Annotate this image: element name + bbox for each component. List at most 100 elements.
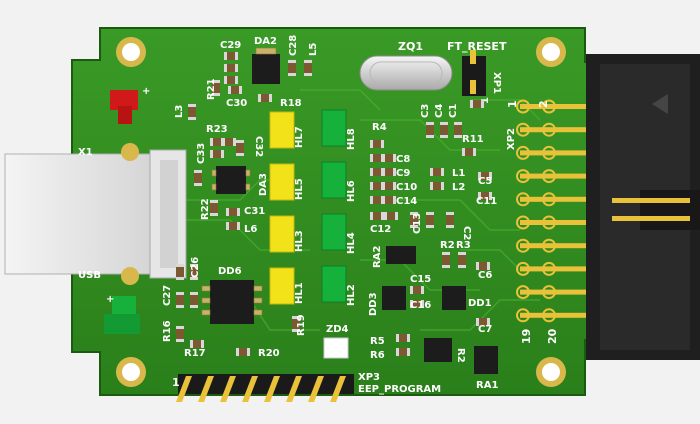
label-hl8: HL8 — [346, 128, 357, 150]
smd-end — [194, 170, 202, 173]
smd-part — [410, 286, 424, 294]
smd-end — [370, 182, 373, 190]
smd-part — [470, 100, 484, 108]
smd-part — [188, 104, 196, 120]
smd-body — [210, 150, 224, 158]
xp2-pin — [520, 196, 586, 202]
smd-end — [190, 264, 198, 267]
xp2-pad — [516, 215, 530, 230]
smd-end — [462, 148, 465, 156]
label-xp1: XP1 — [491, 72, 502, 94]
smd-part — [396, 348, 410, 356]
smd-end — [421, 286, 424, 294]
smd-end — [382, 168, 385, 176]
smd-part — [410, 212, 418, 228]
label-xp3: XP3 — [358, 372, 380, 383]
label-l6: L6 — [244, 224, 257, 235]
smd-body — [226, 208, 240, 216]
smd-end — [410, 225, 418, 228]
smd-body — [396, 348, 410, 356]
label-c10: C10 — [396, 182, 417, 193]
label-r23: R23 — [206, 124, 228, 135]
smd-end — [269, 94, 272, 102]
smd-end — [440, 135, 448, 138]
smd-end — [176, 277, 184, 280]
smd-body — [176, 326, 184, 342]
label-xp2-pin20: 20 — [546, 328, 559, 344]
smd-body — [442, 252, 450, 268]
label-ft-reset: FT_RESET — [447, 40, 507, 53]
label-xp2-pin1: 1 — [506, 100, 519, 108]
xp3-pin — [308, 376, 324, 402]
smd-end — [458, 252, 466, 255]
smd-body — [370, 196, 384, 204]
smd-part — [210, 200, 218, 216]
smd-body — [478, 192, 492, 200]
smd-end — [288, 60, 296, 63]
smd-end — [190, 292, 198, 295]
smd-end — [237, 222, 240, 230]
label-c2: C2 — [461, 226, 472, 240]
smd-body — [212, 80, 220, 96]
smd-end — [473, 148, 476, 156]
smd-end — [212, 80, 220, 83]
smd-body — [236, 348, 250, 356]
smd-part — [440, 122, 448, 138]
xp2-pad — [516, 285, 530, 300]
xp2-pad — [542, 308, 556, 323]
xp2-pad — [516, 99, 530, 114]
smd-end — [489, 172, 492, 180]
crystal-zq1 — [359, 55, 453, 91]
smd-end — [258, 94, 261, 102]
xp2-pad — [516, 261, 530, 276]
xp2-pin — [520, 127, 586, 133]
xp2-pin — [520, 220, 586, 225]
smd-end — [226, 222, 229, 230]
label-r20: R20 — [258, 348, 280, 359]
label-r5: R5 — [370, 336, 385, 347]
label-r3: R3 — [456, 240, 471, 251]
smd-part — [194, 170, 202, 186]
smd-part — [292, 316, 300, 332]
smd-body — [370, 212, 384, 220]
label-xp3-pin1: 1 — [172, 376, 180, 389]
smd-end — [440, 122, 448, 125]
smd-end — [176, 264, 184, 267]
smd-end — [201, 340, 204, 348]
led-green-hl4 — [321, 213, 347, 251]
smd-part — [396, 334, 410, 342]
smd-end — [221, 150, 224, 158]
smd-end — [236, 153, 244, 156]
label-c13: C13 — [412, 213, 423, 234]
smd-body — [224, 52, 238, 60]
smd-part — [382, 182, 396, 190]
led-green-hl8 — [321, 109, 347, 147]
smd-body — [410, 286, 424, 294]
smd-end — [188, 104, 196, 107]
led-yellow-hl1 — [269, 267, 295, 305]
smd-end — [421, 300, 424, 308]
smd-end — [235, 76, 238, 84]
smd-end — [304, 73, 312, 76]
xp2-pin — [520, 173, 586, 179]
smd-end — [210, 200, 218, 203]
xp3-pin — [330, 376, 346, 402]
smd-end — [410, 212, 418, 215]
smd-end — [210, 150, 213, 158]
smd-part — [476, 318, 490, 326]
label-plus-green: + — [106, 294, 114, 305]
smd-part — [190, 340, 204, 348]
label-c15: C15 — [410, 274, 431, 285]
label-r2: R2 — [440, 240, 455, 251]
smd-end — [228, 86, 231, 94]
smd-end — [446, 212, 454, 215]
smd-part — [410, 300, 424, 308]
smd-end — [393, 154, 396, 162]
label-c28: C28 — [288, 35, 299, 56]
smd-end — [454, 135, 462, 138]
smd-end — [393, 168, 396, 176]
led-yellow-hl3 — [269, 215, 295, 253]
smd-part — [426, 212, 434, 228]
smd-part — [382, 154, 396, 162]
